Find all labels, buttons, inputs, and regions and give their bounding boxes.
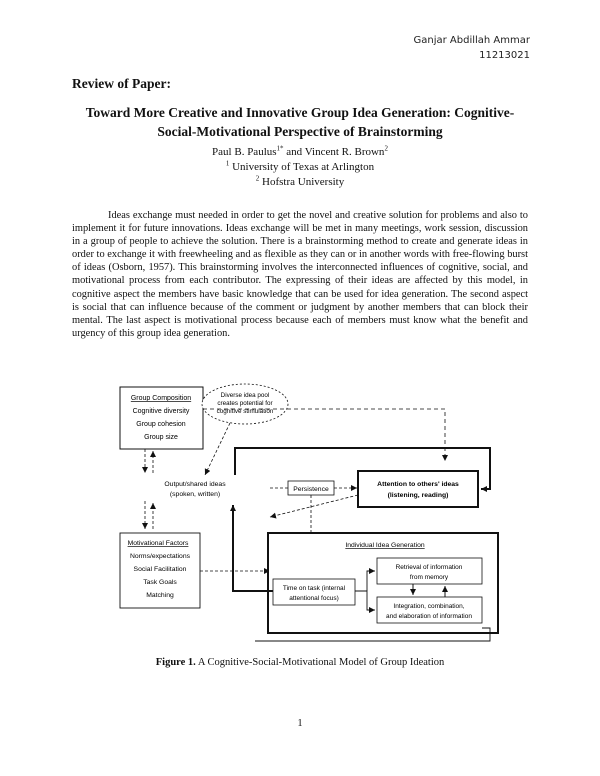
composition-to-attention-link (203, 408, 448, 461)
time-line-2: attentional focus) (289, 595, 339, 602)
affiliation-2: 2 Hofstra University (72, 174, 528, 189)
time-line-1: Time on task (internal (283, 585, 346, 592)
integration-box (376, 596, 483, 624)
page-number: 1 (297, 718, 303, 729)
motivational-factors-box (119, 532, 201, 609)
integration-line-1: Integration, combination, (393, 603, 464, 610)
ellipse-to-output-link (204, 422, 231, 476)
caption-label: Figure 1. (155, 657, 196, 668)
output-attention-feedback-loop (234, 447, 491, 492)
output-box (120, 475, 270, 501)
affiliation-1-sup: 1 (225, 159, 230, 168)
time-on-task-box (272, 578, 356, 606)
affiliation-1-text: University of Texas at Arlington (232, 161, 375, 173)
group-cohesion-label: Group cohesion (136, 421, 186, 428)
group-composition-box (119, 386, 204, 450)
retrieval-line-2: from memory (410, 574, 449, 581)
author-name: Ganjar Abdillah Ammar (413, 35, 531, 46)
attention-line-2: (listening, reading) (388, 492, 449, 499)
affiliation-2-text: Hofstra University (262, 176, 345, 188)
attention-to-output-link (269, 494, 359, 519)
paper-title: Toward More Creative and Innovative Grou… (85, 105, 515, 139)
diverse-line-3: cognitive stimulation (217, 408, 274, 415)
body-paragraph: Ideas exchange must needed in order to g… (72, 210, 528, 339)
diverse-line-1: Diverse idea pool (221, 392, 270, 399)
persistence-label: Persistence (293, 486, 329, 493)
individual-idea-generation-heading: Individual Idea Generation (345, 542, 425, 549)
norms-label: Norms/expectations (130, 553, 191, 560)
caption-text: A Cognitive-Social-Motivational Model of… (197, 657, 445, 668)
author-2-sup: 2 (384, 144, 388, 153)
attention-box (357, 470, 479, 508)
model-diagram: Group Composition Cognitive diversity Gr… (119, 383, 499, 642)
matching-label: Matching (146, 592, 174, 599)
affiliation-2-sup: 2 (255, 174, 260, 183)
time-to-integration-arrow (355, 590, 375, 613)
review-label: Review of Paper: (72, 76, 171, 91)
time-to-retrieval-arrow (366, 568, 375, 591)
social-facilitation-label: Social Facilitation (134, 566, 187, 573)
task-goals-label: Task Goals (143, 579, 177, 586)
author-1-sup: 1* (276, 144, 284, 153)
cognitive-diversity-label: Cognitive diversity (133, 408, 190, 415)
retrieval-box (376, 557, 483, 585)
diverse-line-2: creates potential for (217, 400, 272, 407)
author-and: and (286, 146, 303, 158)
attention-line-1: Attention to others' ideas (377, 481, 459, 488)
integration-line-2: and elaboration of information (386, 613, 472, 620)
generation-to-output-arrow (230, 505, 273, 592)
output-line-2: (spoken, written) (170, 491, 220, 498)
affiliation-1: 1 University of Texas at Arlington (72, 159, 528, 174)
diverse-idea-pool-ellipse (201, 383, 289, 425)
output-line-1: Output/shared ideas (164, 481, 226, 488)
integration-return-line (255, 627, 491, 642)
figure-caption: Figure 1. A Cognitive-Social-Motivationa… (72, 657, 528, 668)
group-size-label: Group size (144, 434, 178, 441)
author-line: Paul B. Paulus1* and Vincent R. Brown2 (72, 144, 528, 159)
author-1: Paul B. Paulus (212, 146, 277, 158)
motivational-factors-heading: Motivational Factors (128, 540, 189, 547)
student-id: 11213021 (479, 50, 530, 61)
author-2: Vincent R. Brown (304, 146, 385, 158)
group-composition-heading: Group Composition (131, 395, 191, 402)
retrieval-line-1: Retrieval of information (396, 564, 463, 571)
